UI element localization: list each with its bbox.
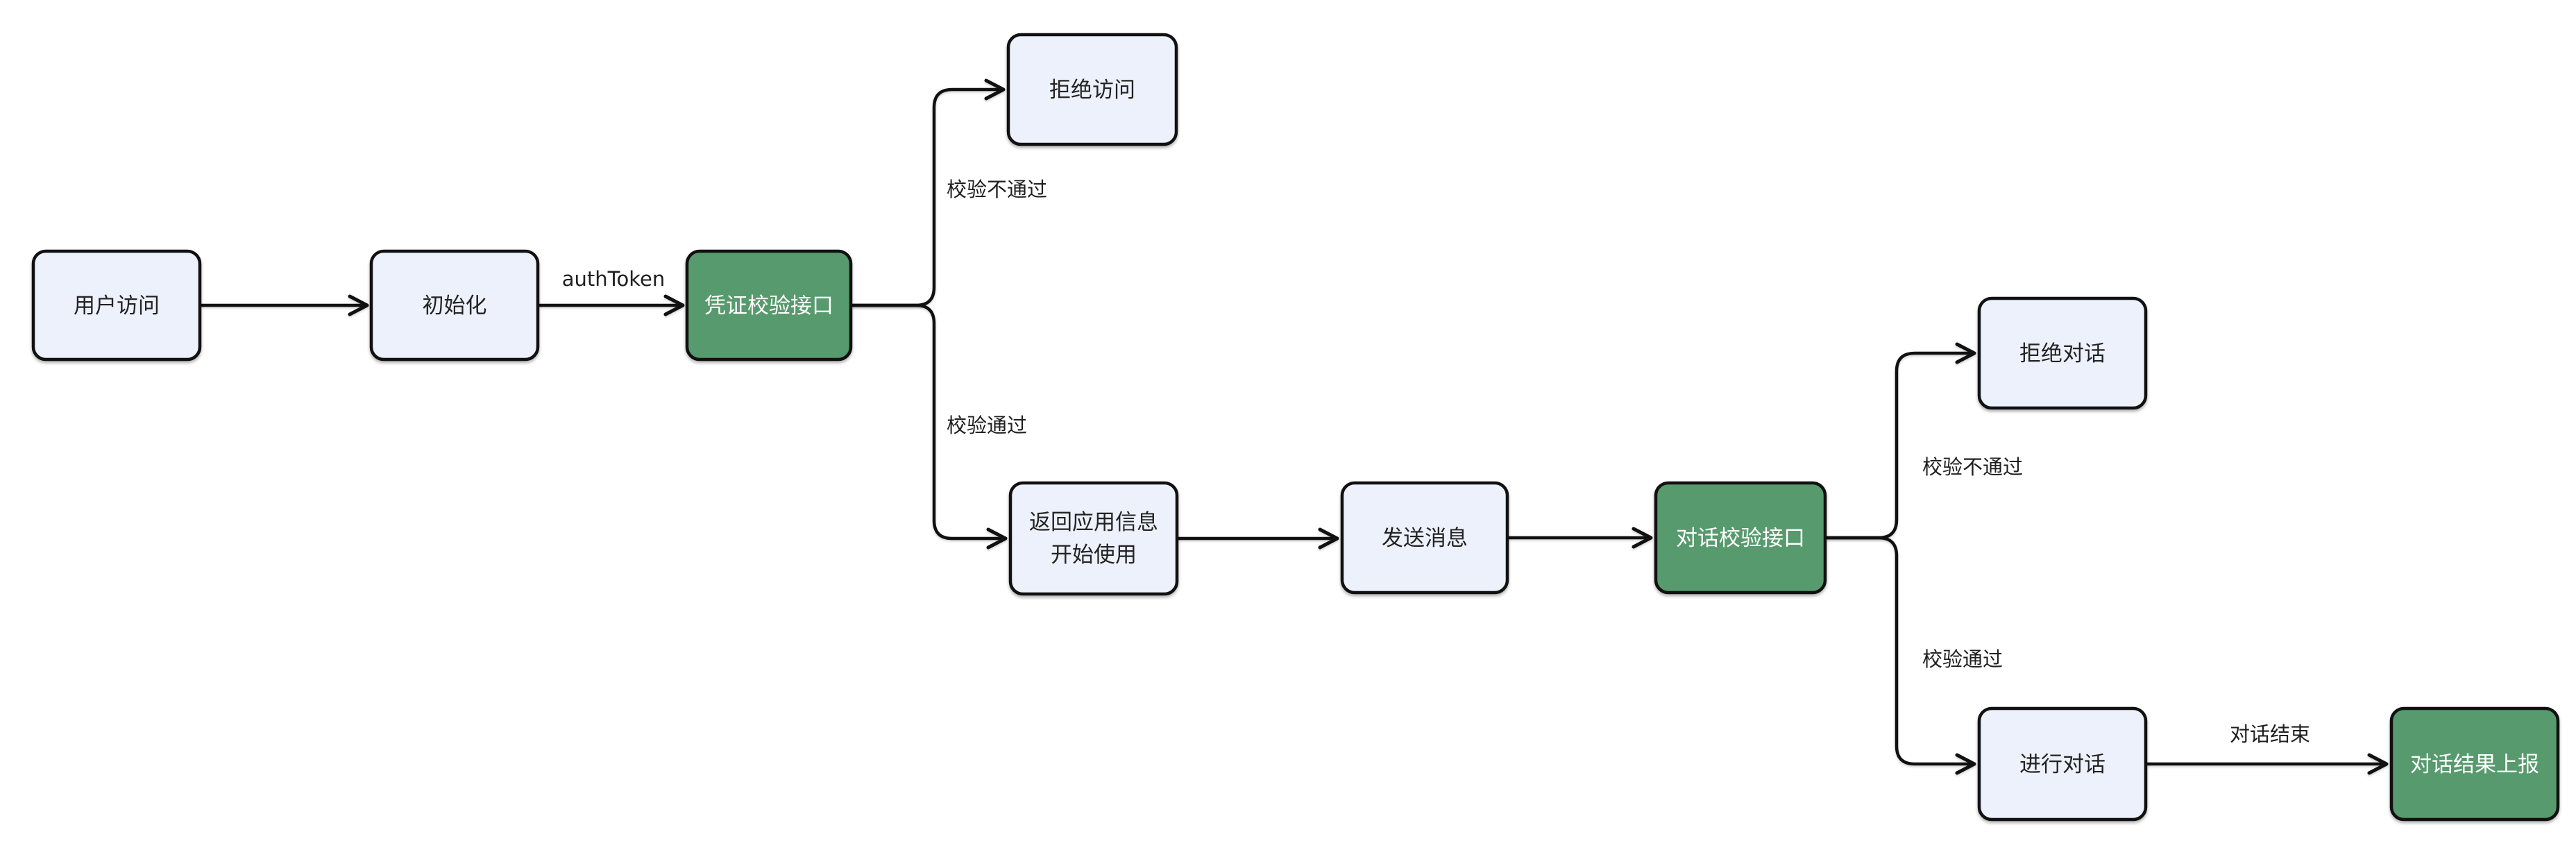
edge-label-dialog-end: 对话结束 <box>2230 722 2310 746</box>
edge-label-check-fail-2: 校验不通过 <box>1922 455 2023 479</box>
node-report-dialog-result-label: 对话结果上报 <box>2410 752 2539 777</box>
node-deny-dialog-label: 拒绝对话 <box>2019 341 2105 366</box>
node-dialog-check-api-label: 对话校验接口 <box>1676 526 1805 551</box>
node-return-app-info: 返回应用信息 开始使用 <box>1008 481 1179 596</box>
node-credential-check-api-box <box>685 249 853 362</box>
edge-label-check-pass-1: 校验通过 <box>947 414 1027 437</box>
node-send-message: 发送消息 <box>1340 481 1509 595</box>
node-send-message-box <box>1340 481 1509 595</box>
node-return-app-info-label-line1: 返回应用信息 <box>1029 510 1158 535</box>
node-conduct-dialog-box <box>1977 706 2148 822</box>
node-credential-check-api-label: 凭证校验接口 <box>704 294 833 318</box>
edge-credential-check-to-return-app-info <box>852 303 1008 550</box>
node-dialog-check-api: 对话校验接口 <box>1654 481 1827 595</box>
node-deny-access-box <box>1006 33 1178 146</box>
node-conduct-dialog: 进行对话 <box>1977 706 2148 822</box>
node-user-access: 用户访问 <box>31 249 202 362</box>
node-init-label: 初始化 <box>423 294 487 318</box>
node-init: 初始化 <box>369 249 540 362</box>
node-dialog-check-api-box <box>1654 481 1827 595</box>
node-return-app-info-box <box>1008 481 1179 596</box>
edge-layer <box>201 78 2389 775</box>
node-deny-access-label: 拒绝访问 <box>1049 78 1135 103</box>
node-conduct-dialog-label: 进行对话 <box>2019 752 2105 777</box>
node-deny-access: 拒绝访问 <box>1006 33 1178 146</box>
edge-label-auth-token: authToken <box>562 267 665 291</box>
node-deny-dialog-box <box>1977 296 2148 410</box>
node-return-app-info-label-line2: 开始使用 <box>1051 543 1137 568</box>
node-init-box <box>369 249 540 362</box>
node-credential-check-api: 凭证校验接口 <box>685 249 853 362</box>
edge-dialog-check-to-conduct-dialog <box>1827 536 1976 775</box>
node-report-dialog-result-box <box>2389 706 2560 822</box>
edge-credential-check-to-deny-access <box>852 78 1006 307</box>
edge-label-check-fail-1: 校验不通过 <box>947 178 1047 201</box>
node-deny-dialog: 拒绝对话 <box>1977 296 2148 410</box>
node-user-access-label: 用户访问 <box>74 294 160 318</box>
edge-dialog-check-to-deny-dialog <box>1827 342 1976 540</box>
node-layer: 用户访问 初始化 凭证校验接口 拒绝访问 返回应用信息 开始使用 <box>31 33 2560 822</box>
edge-label-check-pass-2: 校验通过 <box>1922 647 2003 671</box>
node-send-message-label: 发送消息 <box>1382 526 1468 551</box>
edge-label-layer: authToken 校验不通过 校验通过 校验不通过 校验通过 对话结束 <box>562 178 2310 746</box>
node-report-dialog-result: 对话结果上报 <box>2389 706 2560 822</box>
node-user-access-box <box>31 249 202 362</box>
